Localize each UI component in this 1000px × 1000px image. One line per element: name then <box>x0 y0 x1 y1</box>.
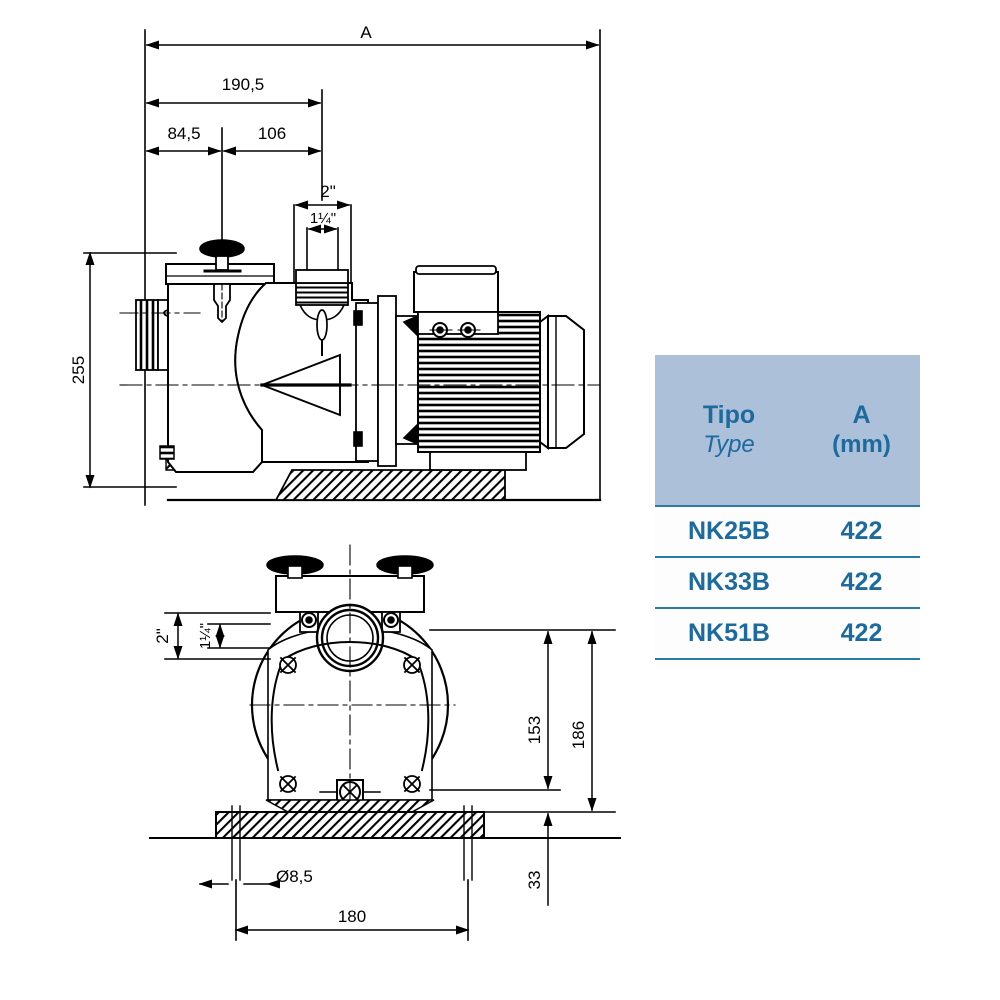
header-a-units: (mm) <box>832 430 891 458</box>
dim-label-190-5: 190,5 <box>222 75 265 94</box>
dim-label-front-outer: 2" <box>153 628 172 644</box>
header-type-english: Type <box>703 430 755 458</box>
header-cell-type: Tipo Type <box>655 355 803 506</box>
dim-label-33: 33 <box>525 871 544 890</box>
cell-type-nk33b: NK33B <box>655 557 803 609</box>
side-view-group <box>83 29 602 506</box>
dim-label-front-inner: 1¼" <box>197 623 214 649</box>
cell-type-nk25b: NK25B <box>655 506 803 558</box>
dim-label-153: 153 <box>525 716 544 744</box>
dim-label-discharge-outer: 2" <box>320 182 336 201</box>
table-row: NK25B 422 <box>655 506 920 558</box>
dim-label-discharge-inner: 1¼" <box>310 210 336 227</box>
table-header: Tipo Type A (mm) <box>655 355 920 506</box>
dim-label-hole-diameter: Ø8,5 <box>276 867 313 886</box>
table-row: NK33B 422 <box>655 557 920 609</box>
dim-label-106: 106 <box>258 124 286 143</box>
header-a-label: A <box>852 401 871 430</box>
dim-label-180: 180 <box>338 907 366 926</box>
table-row: NK51B 422 <box>655 608 920 660</box>
cell-a-nk51b: 422 <box>803 608 920 660</box>
pump-specification-table: Tipo Type A (mm) NK25B 422 NK33B 422 NK5… <box>655 355 920 660</box>
dimension-labels: A 190,5 84,5 106 2" 1¼" 255 2" 1¼" 153 1… <box>69 23 588 926</box>
cell-type-nk51b: NK51B <box>655 608 803 660</box>
dim-label-84-5: 84,5 <box>167 124 200 143</box>
dim-label-A: A <box>360 23 372 42</box>
cell-a-nk33b: 422 <box>803 557 920 609</box>
header-cell-a: A (mm) <box>803 355 920 506</box>
dim-label-186: 186 <box>569 721 588 749</box>
table-body: NK25B 422 NK33B 422 NK51B 422 <box>655 506 920 660</box>
dim-label-255: 255 <box>69 356 88 384</box>
front-view-group <box>149 544 621 941</box>
header-type-italian: Tipo <box>702 401 756 430</box>
cell-a-nk25b: 422 <box>803 506 920 558</box>
